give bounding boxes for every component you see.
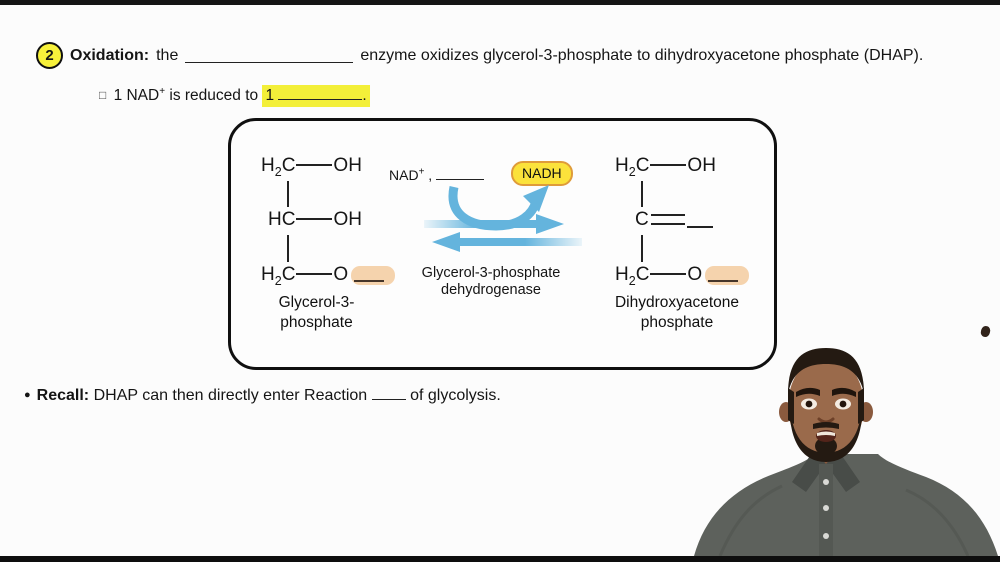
atom-o: O xyxy=(687,264,703,285)
checkbox-icon: □ xyxy=(99,88,107,103)
enzyme-label-line2: dehydrogenase xyxy=(441,282,541,298)
atom-h2c: H2C xyxy=(615,264,650,288)
vertical-bond xyxy=(641,181,644,207)
g3p-label-line1: Glycerol-3- xyxy=(278,294,355,311)
oxidation-heading: 2 Oxidation: the enzyme oxidizes glycero… xyxy=(36,42,923,69)
dhap-label: Dihydroxyacetone phosphate xyxy=(597,293,757,333)
single-bond xyxy=(296,272,333,275)
letterbox-bottom xyxy=(0,556,1000,562)
atom-h2c: H2C xyxy=(261,264,296,288)
enzyme-fill-blank xyxy=(185,49,354,63)
ketone-fill-blank xyxy=(686,225,713,228)
atom-c: C xyxy=(635,209,649,230)
vertical-bond xyxy=(287,181,290,207)
reduced-to-text: is reduced to xyxy=(169,87,259,105)
nad-cofactor-plus: + xyxy=(418,166,425,178)
nadh-fill-blank xyxy=(278,86,363,101)
heading-text-post: enzyme oxidizes glycerol-3-phosphate to … xyxy=(360,46,924,64)
hand-fingertip xyxy=(979,325,992,338)
g3p-carbon3-row: H2C O xyxy=(261,264,396,288)
nad-cofactor-line: NAD+ , xyxy=(389,166,485,183)
dhap-carbon1-row: H2C OH xyxy=(615,155,716,179)
phosphate-fill-blank xyxy=(705,266,750,286)
single-bond xyxy=(296,217,333,220)
heading-text-pre: the xyxy=(156,46,179,64)
cofactor-fill-blank xyxy=(436,166,485,180)
atom-oh: OH xyxy=(687,155,716,176)
highlight-number: 1 xyxy=(265,87,275,105)
recall-label: Recall: xyxy=(36,387,90,404)
single-bond xyxy=(650,163,687,166)
vertical-bond xyxy=(641,235,644,262)
g3p-carbon1-row: H2C OH xyxy=(261,155,362,179)
g3p-carbon2-row: HC OH xyxy=(268,209,362,231)
nad-plus-sup: + xyxy=(159,86,166,97)
enzyme-label: Glycerol-3-phosphate dehydrogenase xyxy=(401,265,581,299)
bullet-icon: ● xyxy=(24,389,31,401)
atom-o: O xyxy=(333,264,349,285)
nad-comma: , xyxy=(428,167,433,183)
highlight-period: . xyxy=(362,87,367,105)
highlighted-answer-area: 1 . xyxy=(262,85,370,108)
single-bond xyxy=(650,272,687,275)
single-bond xyxy=(296,163,333,166)
fill-blank-line xyxy=(354,280,385,283)
recall-line: ● Recall: DHAP can then directly enter Re… xyxy=(24,386,501,405)
phosphate-fill-blank xyxy=(351,266,396,286)
enzyme-label-line1: Glycerol-3-phosphate xyxy=(421,265,561,281)
fill-blank-line xyxy=(708,280,739,283)
double-bond xyxy=(650,214,685,226)
nad-reduction-subline: □ 1 NAD+ is reduced to 1 . xyxy=(99,85,370,108)
g3p-label: Glycerol-3- phosphate xyxy=(249,293,384,333)
recall-text-post: of glycolysis. xyxy=(410,387,501,404)
letterbox-top xyxy=(0,0,1000,5)
atom-oh: OH xyxy=(333,209,362,230)
nadh-badge: NADH xyxy=(511,161,573,186)
g3p-label-line2: phosphate xyxy=(280,314,353,331)
nad-cofactor-text: NAD xyxy=(389,167,419,183)
reaction-arrows-icon xyxy=(424,185,582,252)
reaction-diagram-box: H2C OH HC OH H2C O Glycerol-3- phosphate NA… xyxy=(228,118,777,370)
oxidation-label: Oxidation: xyxy=(70,46,150,64)
instructor-photo xyxy=(694,348,998,556)
dhap-label-line2: phosphate xyxy=(640,314,714,331)
atom-h2c: H2C xyxy=(615,155,650,179)
atom-h2c: H2C xyxy=(261,155,296,179)
vertical-bond xyxy=(287,235,290,262)
reaction-number-fill-blank xyxy=(371,386,406,400)
atom-oh: OH xyxy=(333,155,362,176)
dhap-carbon3-row: H2C O xyxy=(615,264,750,288)
dhap-label-line1: Dihydroxyacetone xyxy=(614,294,740,311)
nad-text: 1 NAD xyxy=(113,87,160,105)
step-number-badge: 2 xyxy=(36,42,63,69)
atom-hc: HC xyxy=(268,209,296,230)
recall-text-pre: DHAP can then directly enter Reaction xyxy=(93,387,368,404)
dhap-carbon2-row: C xyxy=(635,209,713,231)
